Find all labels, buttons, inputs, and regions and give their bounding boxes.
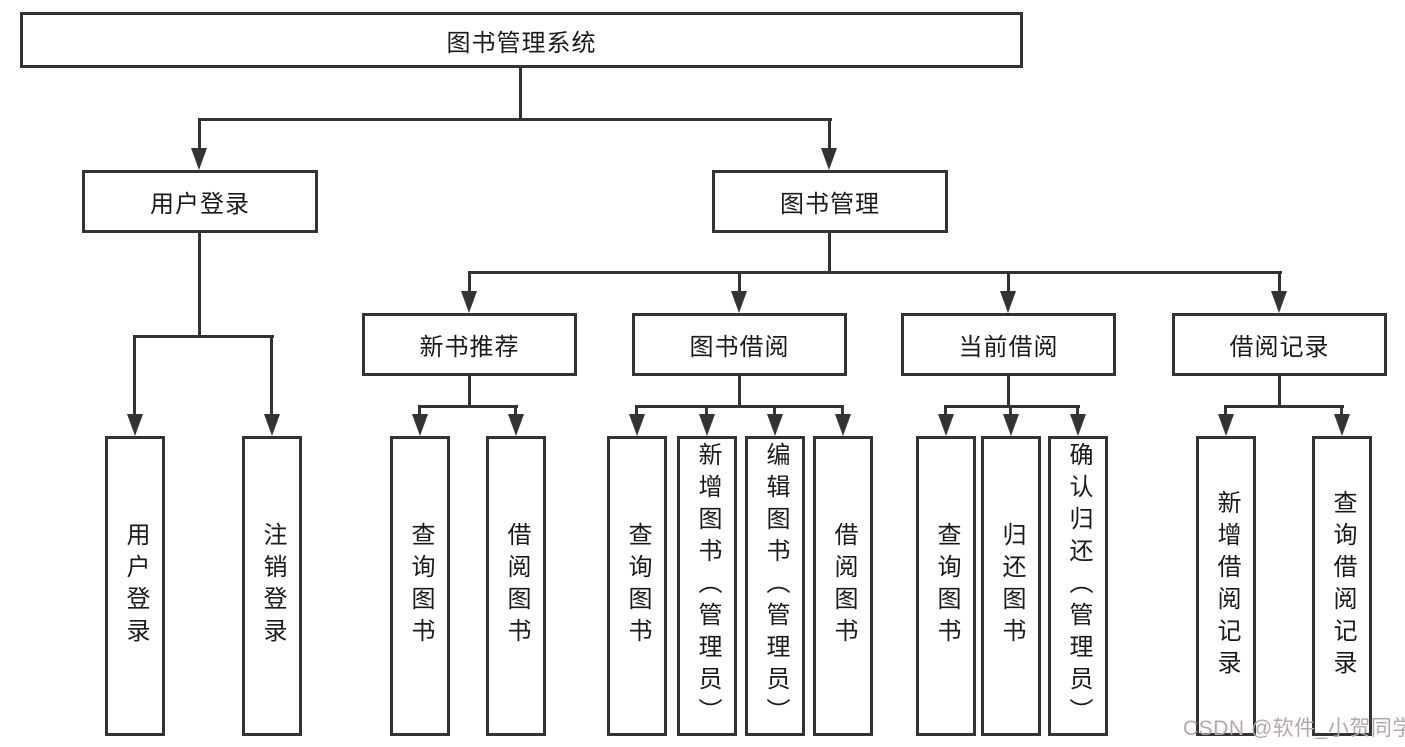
- leaf-user-login: 用户登录: [105, 436, 165, 736]
- leaf-add-books-admin: 新增图书（管理员）: [677, 436, 737, 736]
- connector-to-records: [1278, 271, 1281, 295]
- arrowhead-user-login: [191, 148, 207, 170]
- node-book-borrow: 图书借阅: [632, 313, 847, 376]
- connector-stub: [705, 405, 708, 416]
- leaf-label: 用户登录: [122, 522, 149, 650]
- arrowhead-recommend: [461, 291, 477, 313]
- arrowhead-leaf: [1070, 414, 1086, 436]
- arrowhead-leaf: [1218, 414, 1234, 436]
- connector-login-stem: [198, 233, 201, 337]
- connector-to-current: [1007, 271, 1010, 295]
- leaf-query-books-recommend: 查询图书: [390, 436, 450, 736]
- node-label: 当前借阅: [958, 334, 1059, 361]
- connector-borrow-stem: [738, 376, 741, 408]
- leaf-label: 注销登录: [259, 522, 286, 650]
- connector-to-borrow: [738, 271, 741, 295]
- leaf-edit-books-admin: 编辑图书（管理员）: [745, 436, 805, 736]
- leaf-label: 借阅图书: [830, 522, 857, 650]
- leaf-label: 编辑图书（管理员）: [762, 442, 789, 730]
- arrowhead-leaf: [835, 414, 851, 436]
- node-label: 用户登录: [150, 191, 250, 218]
- connector-to-leaf-login: [133, 335, 136, 414]
- leaf-confirm-return-admin: 确认归还（管理员）: [1048, 436, 1108, 736]
- leaf-logout: 注销登录: [242, 436, 302, 736]
- node-borrow-records: 借阅记录: [1172, 313, 1387, 376]
- leaf-return-books: 归还图书: [981, 436, 1041, 736]
- arrowhead-leaf: [629, 414, 645, 436]
- connector-recommend-stem: [468, 376, 471, 408]
- connector-borrow-rail: [635, 405, 844, 408]
- connector-stub: [773, 405, 776, 416]
- connector-records-rail: [1224, 405, 1344, 408]
- connector-stub: [1076, 405, 1079, 416]
- connector-records-stem: [1278, 376, 1281, 408]
- connector-stub: [514, 405, 517, 416]
- node-current-borrow: 当前借阅: [901, 313, 1116, 376]
- arrowhead-book-mgmt: [821, 148, 837, 170]
- leaf-label: 新增借阅记录: [1213, 490, 1240, 682]
- connector-to-user-login: [198, 118, 201, 152]
- connector-stub: [944, 405, 947, 416]
- leaf-borrow-books-recommend: 借阅图书: [486, 436, 546, 736]
- leaf-query-books-borrow: 查询图书: [607, 436, 667, 736]
- leaf-label: 查询图书: [407, 522, 434, 650]
- csdn-watermark: CSDN @软件_小贺同学: [1183, 717, 1405, 740]
- arrowhead-records: [1271, 291, 1287, 313]
- connector-recommend-rail: [418, 405, 518, 408]
- arrowhead-leaf: [699, 414, 715, 436]
- node-label: 图书管理: [780, 191, 880, 218]
- connector-stub: [841, 405, 844, 416]
- node-label: 图书借阅: [689, 334, 790, 361]
- leaf-label: 归还图书: [998, 522, 1025, 650]
- leaf-add-borrow-record: 新增借阅记录: [1196, 436, 1256, 736]
- arrowhead-leaf: [412, 414, 428, 436]
- connector-current-stem: [1007, 376, 1010, 408]
- node-label: 借阅记录: [1229, 334, 1330, 361]
- leaf-label: 查询图书: [933, 522, 960, 650]
- arrowhead-borrow: [731, 291, 747, 313]
- node-label: 图书管理系统: [446, 29, 597, 57]
- arrowhead-leaf: [1003, 414, 1019, 436]
- arrowhead-leaf: [938, 414, 954, 436]
- node-user-login: 用户登录: [82, 170, 318, 233]
- connector-to-book-mgmt: [828, 118, 831, 152]
- leaf-label: 借阅图书: [503, 522, 530, 650]
- arrowhead-leaf-login: [127, 414, 143, 436]
- leaf-label: 查询图书: [624, 522, 651, 650]
- leaf-borrow-books: 借阅图书: [813, 436, 873, 736]
- node-new-book-recommend: 新书推荐: [362, 313, 577, 376]
- connector-to-leaf-logout: [270, 335, 273, 414]
- arrowhead-leaf: [508, 414, 524, 436]
- connector-to-recommend: [468, 271, 471, 295]
- connector-root-stem: [519, 68, 522, 120]
- leaf-label: 查询借阅记录: [1329, 490, 1356, 682]
- connector-stub: [1340, 405, 1343, 416]
- connector-stub: [1009, 405, 1012, 416]
- leaf-query-borrow-record: 查询借阅记录: [1312, 436, 1372, 736]
- connector-current-rail: [944, 405, 1080, 408]
- connector-stub: [1224, 405, 1227, 416]
- connector-stub: [418, 405, 421, 416]
- connector-level3-rail: [468, 271, 1282, 274]
- leaf-label: 确认归还（管理员）: [1065, 442, 1092, 730]
- node-label: 新书推荐: [419, 334, 520, 361]
- leaf-label: 新增图书（管理员）: [694, 442, 721, 730]
- arrowhead-leaf-logout: [264, 414, 280, 436]
- connector-mgmt-stem: [828, 233, 831, 274]
- connector-login-rail: [133, 335, 274, 338]
- node-root-library-system: 图书管理系统: [20, 12, 1023, 68]
- arrowhead-current: [1000, 291, 1016, 313]
- connector-stub: [635, 405, 638, 416]
- arrowhead-leaf: [1334, 414, 1350, 436]
- leaf-query-books-current: 查询图书: [916, 436, 976, 736]
- arrowhead-leaf: [767, 414, 783, 436]
- connector-level2-rail: [198, 118, 832, 121]
- node-book-management: 图书管理: [712, 170, 948, 233]
